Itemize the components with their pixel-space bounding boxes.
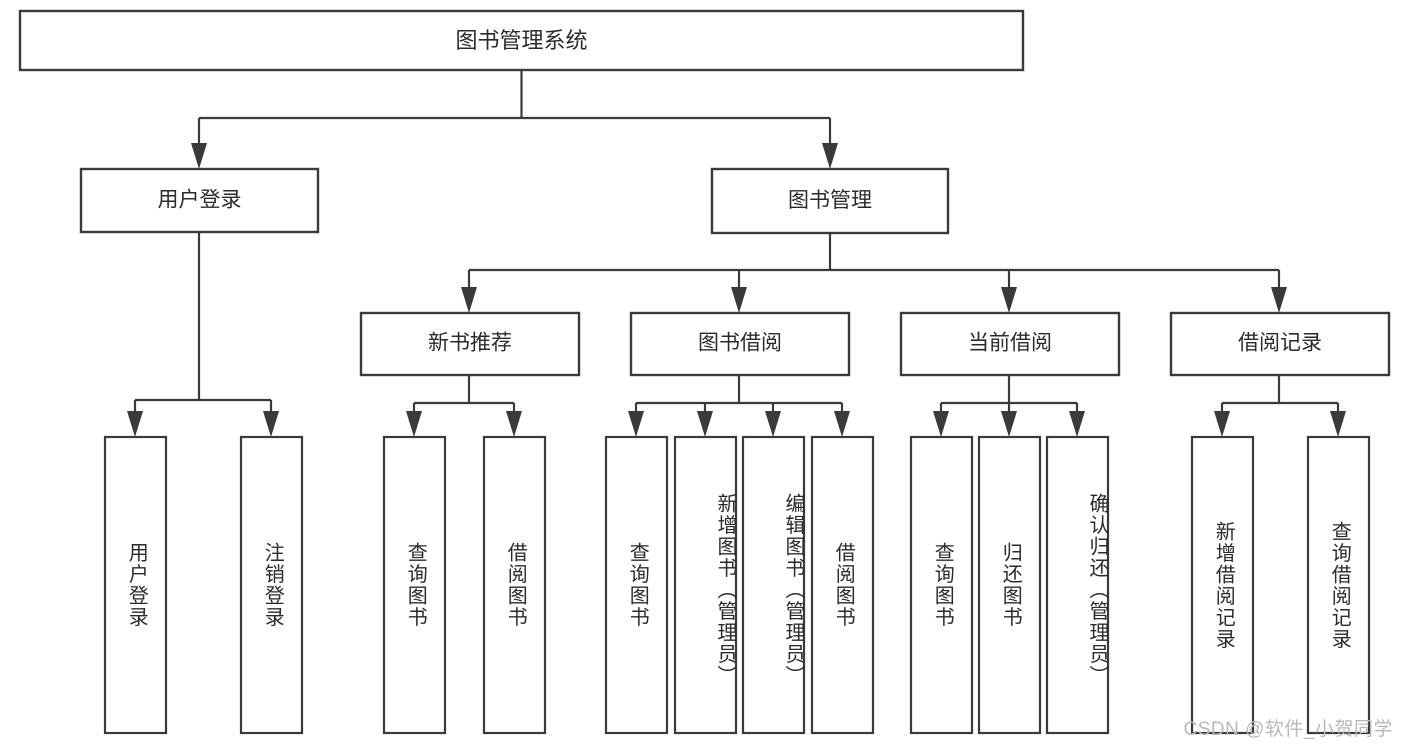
node-book-management-label: 图书管理 xyxy=(788,189,872,212)
leaf-query-book-1-box[interactable] xyxy=(382,435,447,735)
node-new-book-recommend[interactable]: 新书推荐 xyxy=(359,311,581,377)
leaf-box-layer xyxy=(103,435,1371,735)
arrow-leaf-query-book-3 xyxy=(933,411,949,437)
arrow-leaf-user-logout xyxy=(263,411,279,437)
leaf-confirm-return-box[interactable] xyxy=(1045,435,1110,735)
node-current-borrow-label: 当前借阅 xyxy=(968,332,1052,355)
arrow-leaf-user-login xyxy=(127,411,143,437)
leaf-add-record-box[interactable] xyxy=(1190,435,1255,735)
node-book-borrow-label: 图书借阅 xyxy=(698,332,782,355)
arrow-leaf-edit-book xyxy=(765,411,781,437)
node-current-borrow[interactable]: 当前借阅 xyxy=(899,311,1121,377)
leaf-return-book-box[interactable] xyxy=(977,435,1042,735)
arrow-to-new-book-recommend xyxy=(461,287,477,313)
node-root-label: 图书管理系统 xyxy=(455,28,587,53)
arrow-leaf-query-book-1 xyxy=(406,411,422,437)
arrow-to-borrow-record xyxy=(1271,287,1287,313)
arrow-leaf-add-record xyxy=(1214,411,1230,437)
leaf-query-book-3-box[interactable] xyxy=(909,435,974,735)
leaf-query-book-2-box[interactable] xyxy=(604,435,669,735)
arrow-leaf-borrow-book-2 xyxy=(834,411,850,437)
node-current-borrow-box[interactable] xyxy=(899,311,1121,377)
node-new-book-recommend-box[interactable] xyxy=(359,311,581,377)
arrow-to-user-login xyxy=(191,143,207,169)
leaf-query-record-box[interactable] xyxy=(1306,435,1371,735)
node-borrow-record-box[interactable] xyxy=(1169,311,1391,377)
connector-layer xyxy=(127,70,1346,437)
node-book-borrow-box[interactable] xyxy=(629,311,851,377)
leaf-edit-book-box[interactable] xyxy=(741,435,806,735)
node-root[interactable]: 图书管理系统 xyxy=(18,9,1025,72)
node-user-login[interactable]: 用户登录 xyxy=(79,167,320,234)
node-user-login-label: 用户登录 xyxy=(158,189,242,212)
node-book-management[interactable]: 图书管理 xyxy=(710,167,950,235)
node-root-box[interactable] xyxy=(18,9,1025,72)
node-user-login-box[interactable] xyxy=(79,167,320,234)
arrow-to-book-borrow xyxy=(731,287,747,313)
arrow-leaf-query-record xyxy=(1330,411,1346,437)
arrow-to-current-borrow xyxy=(1001,287,1017,313)
arrow-leaf-query-book-2 xyxy=(628,411,644,437)
node-book-management-box[interactable] xyxy=(710,167,950,235)
leaf-borrow-book-1-box[interactable] xyxy=(482,435,547,735)
arrow-leaf-return-book xyxy=(1001,411,1017,437)
node-new-book-recommend-label: 新书推荐 xyxy=(428,332,512,355)
node-book-borrow[interactable]: 图书借阅 xyxy=(629,311,851,377)
node-borrow-record-label: 借阅记录 xyxy=(1238,332,1322,355)
arrow-leaf-confirm-return xyxy=(1069,411,1085,437)
leaf-borrow-book-2-box[interactable] xyxy=(810,435,875,735)
arrow-leaf-borrow-book-1 xyxy=(506,411,522,437)
node-borrow-record[interactable]: 借阅记录 xyxy=(1169,311,1391,377)
arrow-leaf-add-book xyxy=(697,411,713,437)
leaf-user-login-box[interactable] xyxy=(103,435,168,735)
leaf-add-book-box[interactable] xyxy=(673,435,738,735)
leaf-user-logout-box[interactable] xyxy=(239,435,304,735)
csdn-watermark: CSDN @软件_小贺同学 xyxy=(1183,719,1393,740)
arrow-to-book-management xyxy=(822,143,838,169)
